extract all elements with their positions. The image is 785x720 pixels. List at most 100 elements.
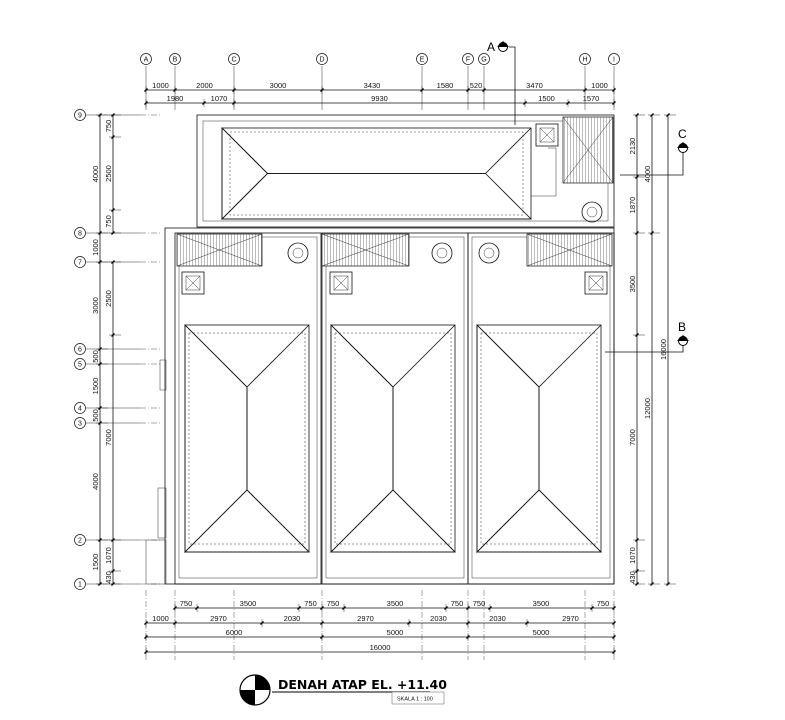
- drawing-title: DENAH ATAP EL. +11.40: [278, 677, 447, 692]
- grid-label-col: D: [319, 57, 324, 64]
- bottom-dim-2-value: 2030: [430, 614, 447, 623]
- title-block: DENAH ATAP EL. +11.40 SKALA 1 : 100: [239, 674, 447, 706]
- grid-bubble-icon: [74, 417, 86, 429]
- bottom-dim-2-value: 1000: [152, 614, 169, 623]
- roof-drain-icon: [287, 242, 309, 264]
- dim-tick: [144, 101, 148, 105]
- dim-tick: [173, 621, 177, 625]
- top-dim-1-value: 1580: [437, 81, 454, 90]
- grid-bubble-icon: [74, 109, 86, 121]
- section-label: B: [678, 320, 686, 334]
- dim-tick: [407, 621, 411, 625]
- dim-tick: [98, 231, 102, 235]
- roof-vent-cross: [185, 275, 201, 291]
- roof-drain-icon: [586, 206, 598, 218]
- stair-box: [145, 539, 167, 585]
- bottom-dim-1-value: 750: [327, 599, 340, 608]
- dim-tick: [466, 635, 470, 639]
- dim-tick: [111, 333, 115, 337]
- dim-tick: [173, 606, 177, 610]
- section-cut-line: [605, 345, 684, 353]
- dim-tick: [173, 88, 177, 92]
- dim-tick: [297, 606, 301, 610]
- right-dim-1-value: 7000: [628, 429, 637, 446]
- section-arrow-icon: [677, 142, 689, 148]
- bottom-dim-2-value: 2030: [284, 614, 301, 623]
- hip-lines: [330, 324, 456, 553]
- left-dim-1-value: 3000: [91, 297, 100, 314]
- right-dim-1-value: 2130: [628, 138, 637, 155]
- dim-tick: [98, 347, 102, 351]
- hip-lines: [221, 127, 532, 174]
- right-dim-1-value: 1070: [628, 547, 637, 564]
- grid-bubble-icon: [608, 53, 620, 65]
- grid-label-col: H: [582, 57, 587, 64]
- bay-gutter: [471, 236, 611, 579]
- roof-drain-icon: [483, 247, 495, 259]
- dim-tick: [98, 113, 102, 117]
- grid-bubble-icon: [169, 53, 181, 65]
- dim-tick: [232, 101, 236, 105]
- left-dim-2a-value: 750: [104, 215, 113, 228]
- bottom-dim-2-value: 2030: [489, 614, 506, 623]
- dim-tick: [466, 606, 470, 610]
- grid-label-col: A: [144, 57, 149, 64]
- bottom-dim-total-value: 16000: [370, 643, 391, 652]
- bottom-dim-3-value: 5000: [387, 628, 404, 637]
- drain-pipe-line: [531, 147, 557, 197]
- top-dim-1-value: 1000: [152, 81, 169, 90]
- top-dim-2-value: 1070: [211, 94, 228, 103]
- roof-vent-cross: [539, 127, 555, 143]
- grid-label-col: C: [231, 57, 236, 64]
- dim-tick: [466, 621, 470, 625]
- dim-tick: [635, 113, 639, 117]
- dim-tick: [583, 88, 587, 92]
- top-dim-1-value: 520: [470, 81, 483, 90]
- roof-tile-area: [476, 324, 540, 553]
- skylight-cross: [321, 233, 410, 267]
- top-dim-2-value: 1980: [167, 94, 184, 103]
- roof-vent-icon: [181, 271, 205, 295]
- dim-tick: [111, 582, 115, 586]
- roof-vent-icon: [535, 123, 559, 147]
- dim-tick: [612, 621, 616, 625]
- dim-tick: [98, 538, 102, 542]
- section-cut-line: [620, 152, 684, 176]
- dim-tick: [612, 606, 616, 610]
- left-dim-1-value: 4000: [91, 166, 100, 183]
- dim-tick: [111, 113, 115, 117]
- roof-tile-area: [330, 489, 456, 553]
- grid-label-row: 1: [78, 582, 82, 589]
- grid-bubble-icon: [416, 53, 428, 65]
- dim-tick: [202, 101, 206, 105]
- bottom-dim-1-value: 750: [597, 599, 610, 608]
- dim-tick: [650, 582, 654, 586]
- bottom-dim-1-value: 3500: [533, 599, 550, 608]
- roof-vent-icon: [333, 275, 349, 291]
- grid-label-col: E: [420, 57, 425, 64]
- dim-tick: [650, 113, 654, 117]
- left-dim-1-value: 1500: [91, 554, 100, 571]
- dim-tick: [635, 231, 639, 235]
- dim-tick: [635, 538, 639, 542]
- upper-roof-slab: [196, 114, 615, 228]
- right-dim-2-value: 4000: [643, 166, 652, 183]
- grid-label-row: 9: [78, 113, 82, 120]
- roof-gutter-line: [188, 332, 306, 545]
- dim-tick: [666, 113, 670, 117]
- top-dim-2-value: 1500: [538, 94, 555, 103]
- bottom-dim-3-value: 5000: [533, 628, 550, 637]
- bay-outline: [467, 232, 615, 585]
- dim-tick: [98, 362, 102, 366]
- roof-gutter-line: [334, 332, 452, 545]
- dim-tick: [320, 621, 324, 625]
- grid-label-row: 3: [78, 421, 82, 428]
- roof-vent-cross: [588, 275, 604, 291]
- grid-bubble-icon: [316, 53, 328, 65]
- roof-drain-icon: [436, 247, 448, 259]
- grid-bubble-icon: [228, 53, 240, 65]
- dim-tick: [144, 88, 148, 92]
- dim-tick: [195, 606, 199, 610]
- grid-bubble-icon: [462, 53, 474, 65]
